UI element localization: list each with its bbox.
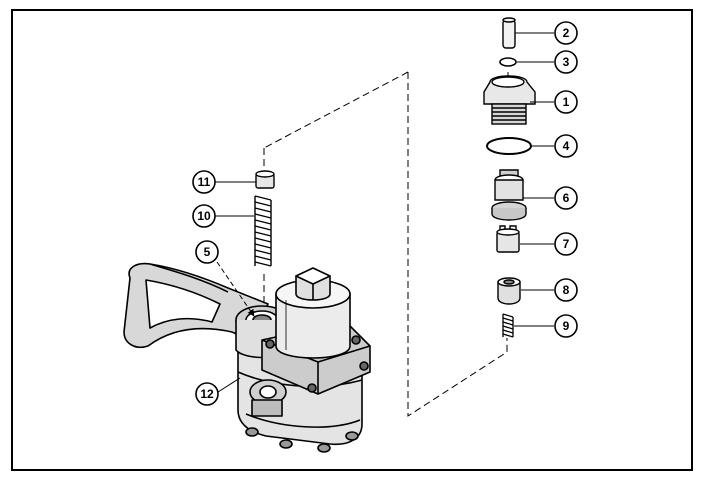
cup-part-8 — [497, 277, 521, 305]
callout-11: 11 — [192, 170, 216, 194]
pin-part-2 — [502, 17, 516, 49]
housing-part-1 — [483, 75, 536, 125]
slotted-piece-part-7 — [496, 225, 520, 253]
callout-7: 7 — [554, 232, 578, 256]
callout-3-label: 3 — [563, 55, 570, 69]
callout-10: 10 — [192, 204, 216, 228]
callout-12: 12 — [195, 382, 219, 406]
callout-1: 1 — [554, 90, 578, 114]
callout-9: 9 — [554, 314, 578, 338]
callout-8: 8 — [554, 278, 578, 302]
callout-5: 5 — [195, 240, 219, 264]
spring-part-10 — [254, 195, 272, 267]
callout-3: 3 — [554, 50, 578, 74]
callout-6-label: 6 — [563, 191, 570, 205]
large-o-ring-part-4 — [486, 137, 532, 155]
callout-12-label: 12 — [200, 387, 214, 401]
callout-11-label: 11 — [198, 175, 211, 189]
callout-6: 6 — [554, 186, 578, 210]
callout-9-label: 9 — [563, 319, 570, 333]
valve-piece-part-6 — [491, 169, 527, 221]
callout-4-label: 4 — [563, 139, 570, 153]
small-spring-part-9 — [502, 313, 514, 338]
figure-border — [11, 9, 693, 471]
callout-10-label: 10 — [197, 209, 211, 223]
callout-1-label: 1 — [563, 95, 570, 109]
callout-4: 4 — [554, 134, 578, 158]
callout-2-label: 2 — [563, 26, 570, 40]
leader-lines — [215, 32, 554, 393]
callout-5-label: 5 — [204, 245, 211, 259]
valve-body-assembly — [123, 262, 371, 453]
callout-7-label: 7 — [563, 237, 570, 251]
callout-2: 2 — [554, 21, 578, 45]
callout-8-label: 8 — [563, 283, 570, 297]
small-o-ring-part-3 — [499, 57, 517, 67]
cap-part-11 — [255, 170, 275, 189]
